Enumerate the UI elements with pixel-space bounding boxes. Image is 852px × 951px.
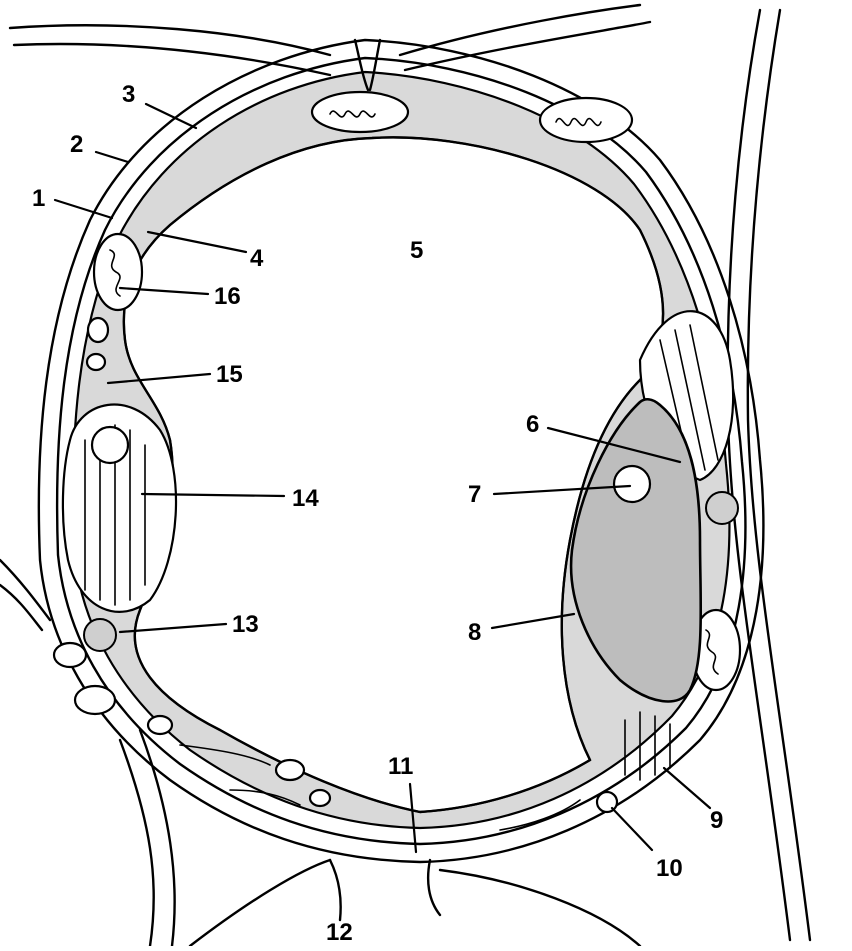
label-6: 6: [526, 411, 539, 438]
label-16: 16: [214, 283, 241, 310]
label-1: 1: [32, 185, 45, 212]
organelles: [52, 90, 742, 831]
label-12: 12: [326, 919, 353, 946]
label-2: 2: [70, 131, 83, 158]
bottom-pit: [328, 858, 442, 922]
label-4: 4: [250, 245, 264, 272]
label-15: 15: [216, 361, 243, 388]
label-9: 9: [710, 807, 723, 834]
label-3: 3: [122, 81, 135, 108]
labels: 1 2 3 4 5 6 7 8 9 10 11 12 13 14 15 16: [32, 81, 723, 946]
nucleolus: [612, 464, 652, 504]
label-5: 5: [410, 237, 423, 264]
label-11: 11: [388, 753, 413, 780]
label-8: 8: [468, 619, 481, 646]
top-pit: [353, 38, 382, 92]
label-14: 14: [292, 485, 319, 512]
label-13: 13: [232, 611, 259, 638]
nucleus: [569, 398, 703, 703]
label-10: 10: [656, 855, 683, 882]
chloroplast: [61, 403, 178, 613]
cell-wall: [37, 38, 765, 864]
leader-lines: [53, 102, 712, 854]
label-7: 7: [468, 481, 481, 508]
